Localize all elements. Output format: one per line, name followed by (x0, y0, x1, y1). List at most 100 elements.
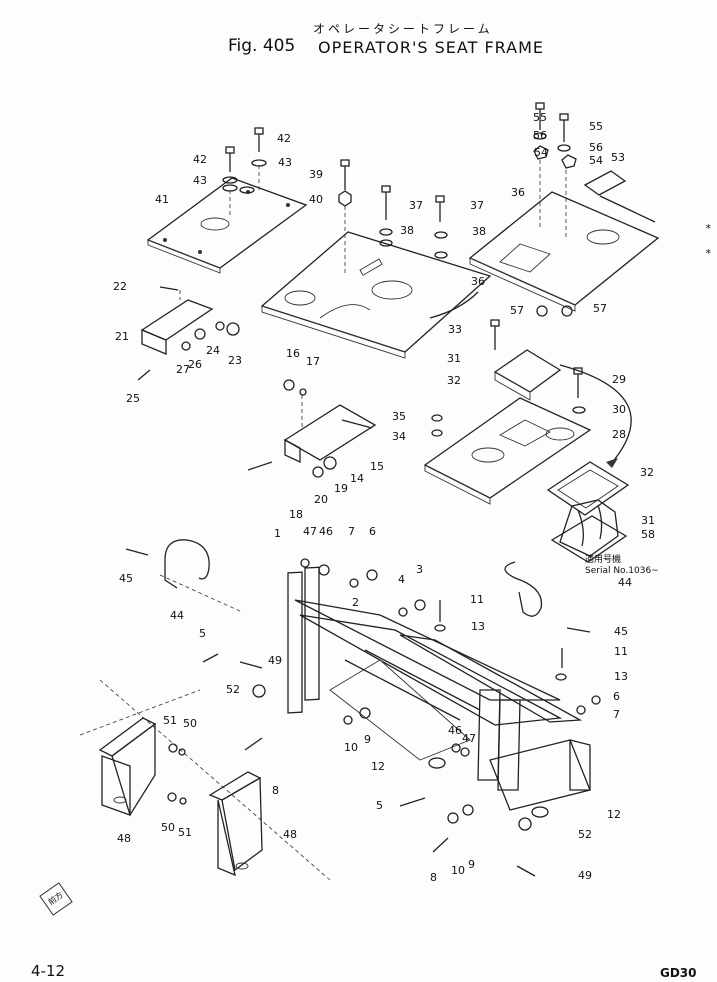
part-number-label: 15 (370, 460, 384, 473)
part-number-label: 57 (510, 304, 524, 317)
part-number-label: 54 (589, 154, 603, 167)
part-number-label: 8 (430, 871, 437, 884)
part-number-label: 9 (364, 733, 371, 746)
part-number-label: 35 (392, 410, 406, 423)
part-number-label: 30 (612, 403, 626, 416)
part-number-label: 42 (193, 153, 207, 166)
part-number-label: 13 (471, 620, 485, 633)
part-number-label: 44 (170, 609, 184, 622)
bolts-37-40 (338, 159, 448, 275)
part-number-label: 8 (272, 784, 279, 797)
part-number-label: 32 (640, 466, 654, 479)
part-number-label: 26 (188, 358, 202, 371)
part-number-label: 43 (278, 156, 292, 169)
part-number-label: 31 (447, 352, 461, 365)
part-number-label: 52 (578, 828, 592, 841)
part-number-label: 19 (334, 482, 348, 495)
part-number-label: 1 (274, 527, 281, 540)
part-number-label: 16 (286, 347, 300, 360)
part-number-label: 53 (611, 151, 625, 164)
part-number-label: 45 (119, 572, 133, 585)
part-number-label: 17 (306, 355, 320, 368)
part-number-label: 48 (283, 828, 297, 841)
part-number-label: 27 (176, 363, 190, 376)
serial-note-text: Serial No.1036~ (585, 566, 659, 576)
plate-36-center (260, 231, 492, 359)
part-number-label: 38 (400, 224, 414, 237)
plate-41 (146, 177, 308, 274)
part-number-label: 36 (471, 275, 485, 288)
part-number-label: 47 (303, 525, 317, 538)
part-number-label: 23 (228, 354, 242, 367)
frame-fasteners (79, 558, 601, 881)
part-number-label: 36 (511, 186, 525, 199)
part-number-label: 24 (206, 344, 220, 357)
part-number-label: 55 (589, 120, 603, 133)
part-number-label: 20 (314, 493, 328, 506)
part-number-label: 21 (115, 330, 129, 343)
part-number-label: 50 (183, 717, 197, 730)
page-number: 4-12 (31, 962, 66, 980)
plate-36-right (468, 102, 660, 317)
part-number-label: 48 (117, 832, 131, 845)
part-number-label: 2 (352, 596, 359, 609)
figure-number: Fig. 405 (228, 36, 296, 56)
part-number-label: 11 (614, 645, 628, 658)
part-number-label: 43 (193, 174, 207, 187)
part-number-label: 10 (451, 864, 465, 877)
part-number-label: 32 (447, 374, 461, 387)
bracket-48 (98, 717, 263, 877)
margin-asterisk: * (705, 222, 712, 235)
plate-28 (423, 319, 632, 505)
part-number-label: 57 (593, 302, 607, 315)
part-number-label: 37 (409, 199, 423, 212)
part-number-label: 51 (163, 714, 177, 727)
part-number-label: 56 (533, 129, 547, 142)
part-number-label: 49 (268, 654, 282, 667)
boot-cover (546, 461, 630, 563)
bracket-21 (137, 286, 240, 381)
model-code: GD30 (660, 966, 697, 980)
part-number-label: 34 (392, 430, 406, 443)
part-number-label: 7 (348, 525, 355, 538)
part-number-label: 56 (589, 141, 603, 154)
part-number-label: 12 (607, 808, 621, 821)
part-number-label: 44 (618, 576, 632, 589)
part-number-label: 29 (612, 373, 626, 386)
part-number-label: 51 (178, 826, 192, 839)
part-number-label: 33 (448, 323, 462, 336)
part-number-label: 52 (226, 683, 240, 696)
part-number-label: 25 (126, 392, 140, 405)
part-number-label: 11 (470, 593, 484, 606)
part-number-label: 49 (578, 869, 592, 882)
part-number-label: 4 (398, 573, 405, 586)
serial-note-jp: 適用号機 (585, 555, 622, 565)
part-number-label: 37 (470, 199, 484, 212)
title-japanese: オペレータシートフレーム (313, 22, 493, 36)
part-number-label: 5 (199, 627, 206, 640)
part-number-label: 46 (448, 724, 462, 737)
part-number-label: 9 (468, 858, 475, 871)
part-number-label: 46 (319, 525, 333, 538)
part-number-label: 13 (614, 670, 628, 683)
part-number-label: 47 (462, 732, 476, 745)
part-number-label: 22 (113, 280, 127, 293)
margin-asterisk: * (705, 247, 712, 260)
part-number-label: 58 (641, 528, 655, 541)
serial-note: 適用号機 Serial No.1036~ (585, 555, 659, 577)
part-number-label: 50 (161, 821, 175, 834)
part-number-label: 10 (344, 741, 358, 754)
part-number-label: 6 (613, 690, 620, 703)
grab-handle-44 (125, 539, 543, 617)
main-frame (287, 566, 591, 818)
part-number-label: 55 (533, 111, 547, 124)
part-number-label: 18 (289, 508, 303, 521)
bracket-15 (247, 379, 377, 478)
part-number-label: 41 (155, 193, 169, 206)
part-number-label: 38 (472, 225, 486, 238)
part-number-label: 5 (376, 799, 383, 812)
figure-title: OPERATOR'S SEAT FRAME (318, 38, 545, 57)
part-number-label: 54 (534, 146, 548, 159)
part-number-label: 31 (641, 514, 655, 527)
part-number-label: 7 (613, 708, 620, 721)
